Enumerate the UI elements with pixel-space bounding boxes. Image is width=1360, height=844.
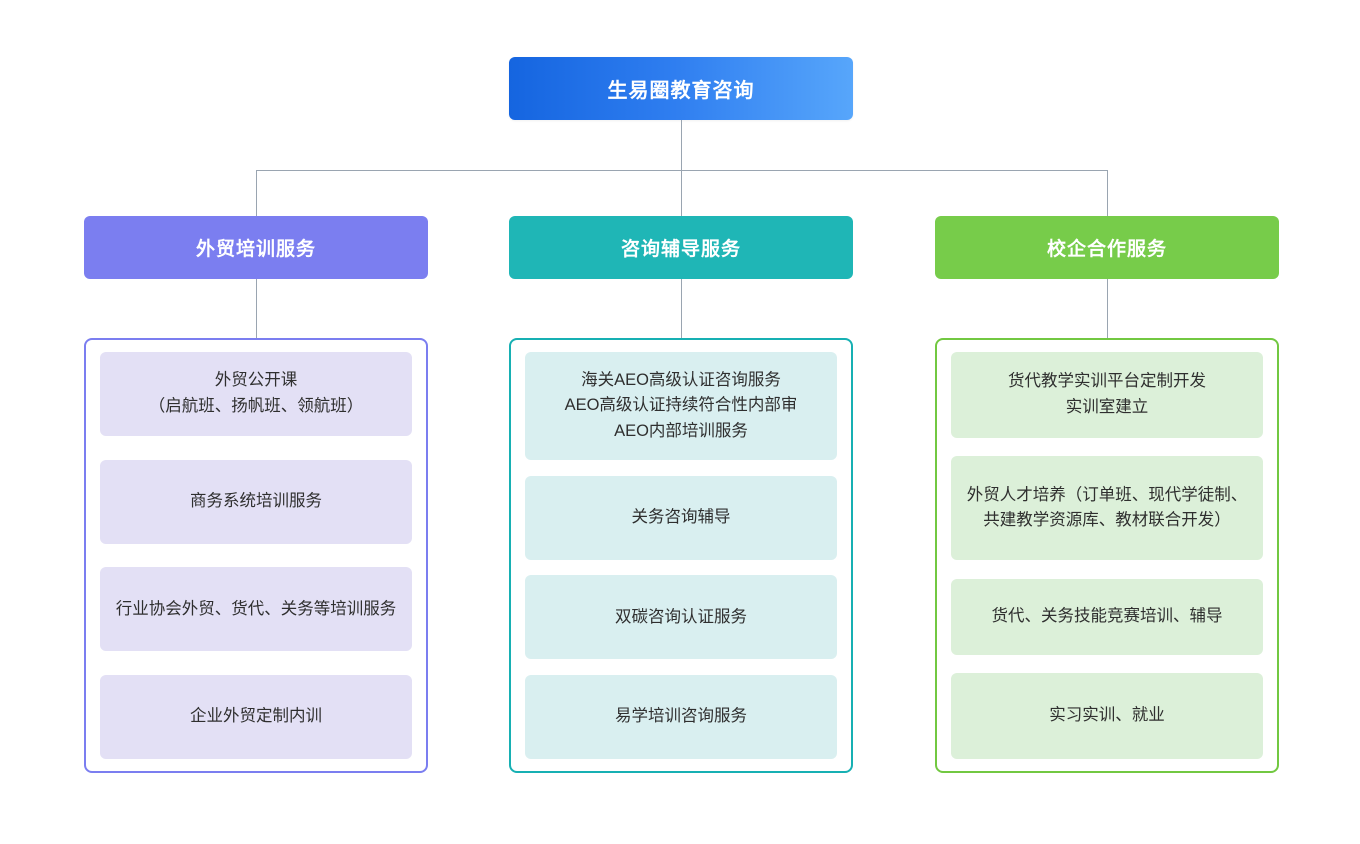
leaf-card[interactable]: 易学培训咨询服务 [525, 674, 837, 759]
leaf-card[interactable]: 外贸人才培养（订单班、现代学徒制、共建教学资源库、教材联合开发） [951, 456, 1263, 561]
column-header-foreign-trade-training[interactable]: 外贸培训服务 [84, 216, 428, 279]
leaf-card[interactable]: 关务咨询辅导 [525, 475, 837, 560]
leaf-card[interactable]: 货代教学实训平台定制开发 实训室建立 [951, 352, 1263, 438]
connector-drop-column-1 [256, 170, 257, 216]
connector-drop-column-3 [1107, 170, 1108, 216]
column-header-consulting-tutoring[interactable]: 咨询辅导服务 [509, 216, 853, 279]
connector-stem-column-3 [1107, 279, 1108, 338]
leaf-card[interactable]: 双碳咨询认证服务 [525, 575, 837, 660]
root-node-label: 生易圈教育咨询 [607, 80, 755, 102]
leaf-card[interactable]: 商务系统培训服务 [100, 459, 412, 544]
column-header-label: 校企合作服务 [1046, 239, 1167, 260]
leaf-card[interactable]: 货代、关务技能竞赛培训、辅导 [951, 578, 1263, 655]
leaf-card[interactable]: 企业外贸定制内训 [100, 674, 412, 759]
column-header-school-enterprise-cooperation[interactable]: 校企合作服务 [935, 216, 1279, 279]
column-header-label: 咨询辅导服务 [620, 239, 741, 260]
column-consulting-tutoring: 咨询辅导服务 海关AEO高级认证咨询服务 AEO高级认证持续符合性内部审 AEO… [509, 216, 853, 773]
column-body-foreign-trade-training: 外贸公开课 （启航班、扬帆班、领航班） 商务系统培训服务 行业协会外贸、货代、关… [84, 338, 428, 773]
root-node[interactable]: 生易圈教育咨询 [509, 57, 853, 120]
connector-drop-column-2 [681, 170, 682, 216]
leaf-card[interactable]: 外贸公开课 （启航班、扬帆班、领航班） [100, 352, 412, 436]
column-body-consulting-tutoring: 海关AEO高级认证咨询服务 AEO高级认证持续符合性内部审 AEO内部培训服务 … [509, 338, 853, 773]
column-school-enterprise-cooperation: 校企合作服务 货代教学实训平台定制开发 实训室建立 外贸人才培养（订单班、现代学… [935, 216, 1279, 773]
column-body-school-enterprise-cooperation: 货代教学实训平台定制开发 实训室建立 外贸人才培养（订单班、现代学徒制、共建教学… [935, 338, 1279, 773]
column-foreign-trade-training: 外贸培训服务 外贸公开课 （启航班、扬帆班、领航班） 商务系统培训服务 行业协会… [84, 216, 428, 773]
leaf-card[interactable]: 行业协会外贸、货代、关务等培训服务 [100, 567, 412, 652]
leaf-card[interactable]: 海关AEO高级认证咨询服务 AEO高级认证持续符合性内部审 AEO内部培训服务 [525, 352, 837, 460]
connector-stem-column-2 [681, 279, 682, 338]
connector-stem-column-1 [256, 279, 257, 338]
column-header-label: 外贸培训服务 [195, 239, 316, 260]
leaf-card[interactable]: 实习实训、就业 [951, 672, 1263, 759]
connector-root-stem [681, 120, 682, 170]
